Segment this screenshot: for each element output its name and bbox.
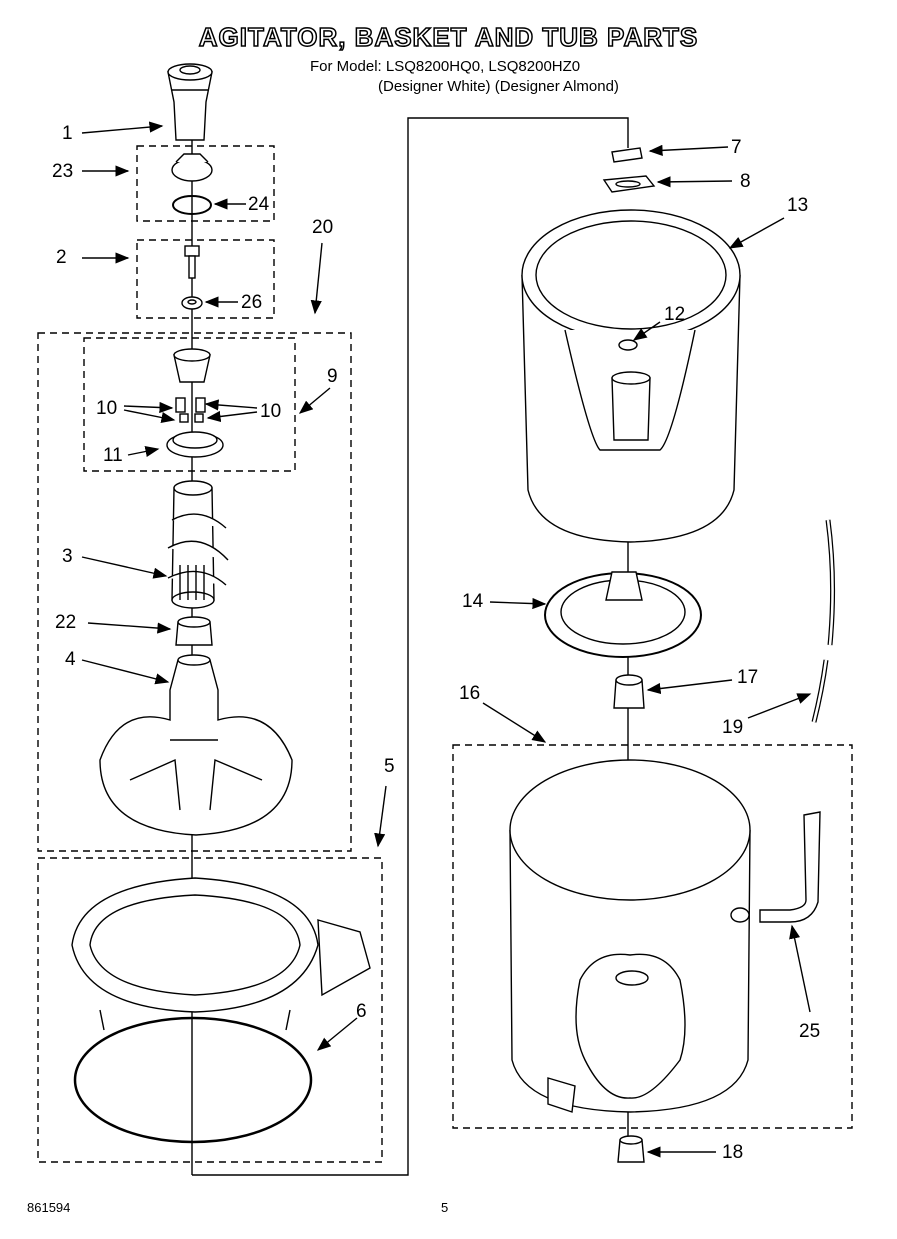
part-18-seal [617, 1135, 645, 1163]
callout-3: 3 [62, 546, 73, 567]
part-19-tube [811, 519, 836, 723]
callout-9: 9 [327, 366, 338, 387]
part-3-auger [167, 480, 229, 609]
callout-16: 16 [459, 683, 481, 704]
leader-arrows [81, 121, 812, 1158]
callout-22: 22 [55, 612, 77, 633]
part-22-collar [175, 616, 213, 646]
part-16-tub [509, 759, 751, 1113]
page-number: 5 [441, 1200, 449, 1215]
callout-8: 8 [740, 171, 751, 192]
part-13-basket [521, 209, 741, 543]
callout-17: 17 [737, 667, 759, 688]
page-title: AGITATOR, BASKET AND TUB PARTS [198, 21, 699, 53]
callout-19: 19 [722, 717, 744, 738]
group-box-16 [452, 744, 853, 1129]
callout-10-left: 10 [96, 398, 118, 419]
group-box-9 [83, 337, 296, 472]
part-26-washer [181, 296, 203, 310]
part-8-bracket [602, 175, 656, 193]
group-box-23-24 [136, 145, 275, 222]
part-23-cap-insert [171, 153, 213, 182]
callout-6: 6 [356, 1001, 367, 1022]
part-25-hose [730, 811, 821, 923]
part-4-agitator-base [99, 654, 293, 836]
callout-26: 26 [241, 292, 263, 313]
variant-line: (Designer White) (Designer Almond) [378, 78, 619, 95]
part-17-bushing [613, 674, 645, 709]
callout-2: 2 [56, 247, 67, 268]
part-7-clip [611, 147, 643, 163]
callout-1: 1 [62, 123, 73, 144]
part-14-rotor [544, 571, 702, 658]
connector-line [192, 117, 629, 1176]
callout-4: 4 [65, 649, 76, 670]
callout-12: 12 [664, 304, 686, 325]
part-2-bolt [184, 245, 200, 279]
group-box-20 [37, 332, 352, 852]
part-11-cam [166, 431, 224, 458]
callout-14: 14 [462, 591, 484, 612]
callout-10-right: 10 [260, 401, 282, 422]
model-line: For Model: LSQ8200HQ0, LSQ8200HZ0 [310, 58, 581, 75]
group-box-5 [37, 857, 383, 1163]
callout-20: 20 [312, 217, 334, 238]
part-5-tub-ring [71, 877, 371, 1031]
callout-23: 23 [52, 161, 74, 182]
callout-5: 5 [384, 756, 395, 777]
callout-13: 13 [787, 195, 809, 216]
callout-7: 7 [731, 137, 742, 158]
callout-11: 11 [103, 445, 123, 466]
part-10-dogs [175, 397, 206, 423]
part-6-seal [73, 1016, 313, 1144]
callout-18: 18 [722, 1142, 744, 1163]
part-24-o-ring [172, 195, 212, 215]
part-9-coupler [173, 348, 211, 383]
part-12-nut [618, 339, 638, 351]
part-1-agitator-cap [167, 63, 213, 141]
group-box-2-26 [136, 239, 275, 319]
document-number: 861594 [27, 1200, 71, 1215]
callout-25: 25 [799, 1021, 821, 1042]
callout-24: 24 [248, 194, 270, 215]
